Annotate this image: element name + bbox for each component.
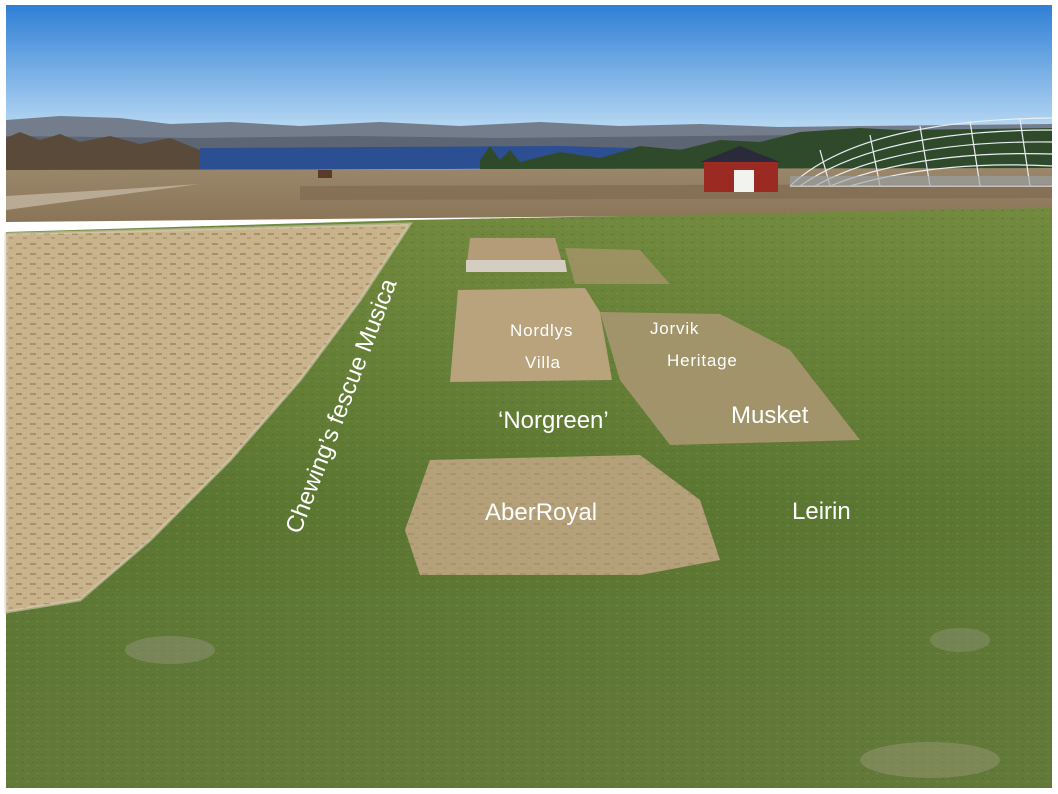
treeline-right xyxy=(480,128,1052,170)
farm-road xyxy=(6,184,200,210)
label-aberroyal: AberRoyal xyxy=(485,499,597,526)
red-shed xyxy=(700,146,780,192)
plot-nordlys-villa xyxy=(450,288,612,382)
plot-back-1-frost xyxy=(466,260,567,272)
label-musket: Musket xyxy=(731,402,809,429)
plot-back-2 xyxy=(565,248,670,284)
plot-jorvik-musket xyxy=(600,312,860,445)
label-villa: Villa xyxy=(525,353,561,372)
label-nordlys: Nordlys xyxy=(510,321,573,340)
frost-patch xyxy=(125,636,215,664)
sky xyxy=(6,5,1052,140)
treeline-left xyxy=(6,132,200,170)
dead-fescue-plot xyxy=(6,224,410,612)
greenhouse-base xyxy=(790,176,1052,186)
distant-building xyxy=(318,170,332,178)
label-leirin: Leirin xyxy=(792,498,851,525)
label-jorvik: Jorvik xyxy=(650,319,699,338)
tilled-rows xyxy=(300,184,1052,200)
label-heritage: Heritage xyxy=(667,351,738,370)
frost-patch xyxy=(860,742,1000,778)
label-norgreen: ‘Norgreen’ xyxy=(498,407,609,434)
frost-patch xyxy=(930,628,990,652)
